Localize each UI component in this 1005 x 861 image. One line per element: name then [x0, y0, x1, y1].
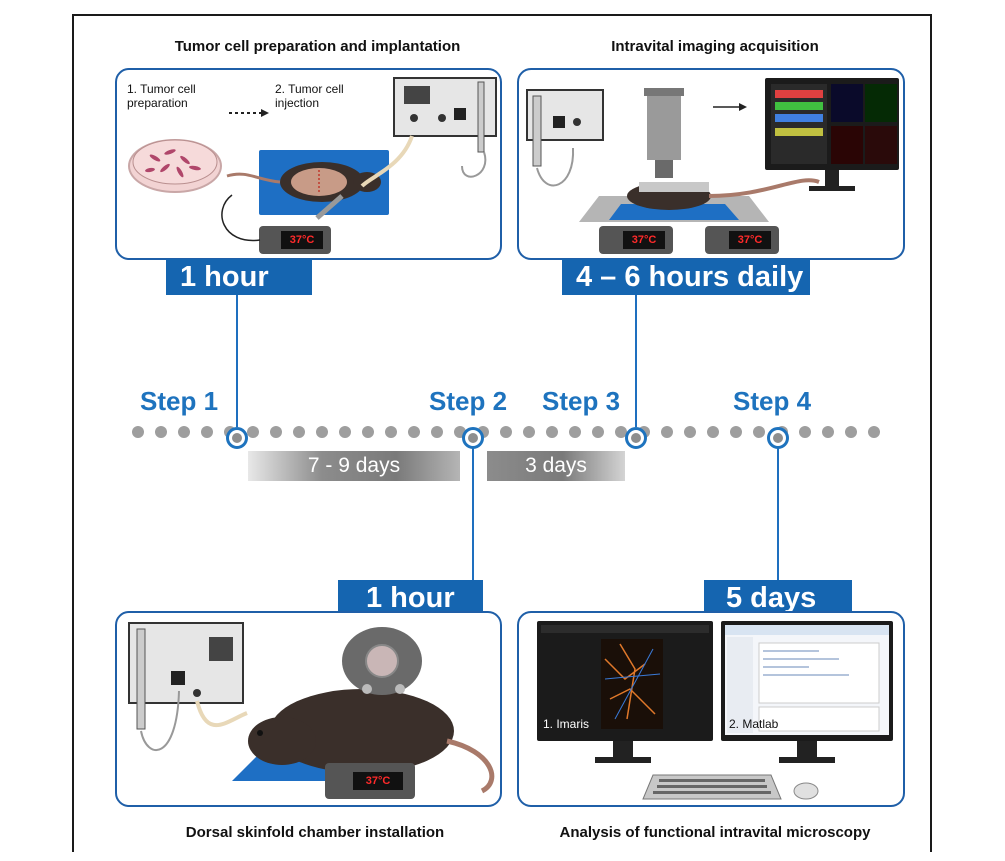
- connector-step-1: [236, 295, 238, 427]
- screen-label-imaris: 1. Imaris: [543, 717, 590, 731]
- connector-step-2: [472, 448, 474, 580]
- temperature-readout: 37°C: [353, 772, 403, 790]
- panel-2-title: Intravital imaging acquisition: [611, 38, 819, 55]
- microscope-icon: [579, 88, 820, 222]
- step-1-marker: [226, 427, 248, 449]
- timeline-dot: [546, 426, 558, 438]
- mouse-with-chamber-icon: [232, 627, 495, 794]
- anesthesia-machine-icon: [526, 89, 604, 187]
- step-4-marker: [767, 427, 789, 449]
- duration-tab-step-4: 5 days: [704, 580, 852, 616]
- label-tumor-cell-preparation: 1. Tumor cell preparation: [127, 82, 196, 110]
- temperature-readout-b: 37°C: [729, 231, 771, 249]
- panel-analysis: 1. Imaris 2. Matlab: [517, 611, 905, 807]
- monitor-matlab-icon: [721, 621, 893, 763]
- connector-step-4: [777, 448, 779, 580]
- timeline-dot: [339, 426, 351, 438]
- label-tumor-cell-injection: 2. Tumor cell injection: [275, 82, 344, 110]
- step-1-label: Step 1: [140, 386, 219, 416]
- petri-dish-icon: [128, 139, 222, 193]
- duration-tab-step-3: 4 – 6 hours daily: [562, 259, 810, 295]
- timeline-dot: [132, 426, 144, 438]
- timeline-dot: [868, 426, 880, 438]
- timeline-dot: [178, 426, 190, 438]
- figure-frame: [72, 14, 932, 852]
- panel-tumor-implantation: 1. Tumor cell preparation 2. Tumor cell …: [115, 68, 502, 260]
- timeline-dot: [293, 426, 305, 438]
- screen-label-matlab: 2. Matlab: [729, 717, 779, 731]
- timeline-dot: [707, 426, 719, 438]
- panel-1-title: Tumor cell preparation and implantation: [174, 38, 461, 55]
- heating-pad-with-mouse-icon: [226, 150, 389, 220]
- dashed-arrow-icon: [229, 109, 269, 117]
- temperature-controller: 37°C: [325, 763, 415, 799]
- timeline-dot: [270, 426, 282, 438]
- mouse-device-icon: [793, 782, 819, 800]
- duration-bar-3-days: 3 days: [487, 451, 625, 481]
- timeline-dot: [500, 426, 512, 438]
- timeline-dot: [408, 426, 420, 438]
- timeline-dot: [730, 426, 742, 438]
- duration-bar-7-9-days: 7 - 9 days: [248, 451, 460, 481]
- temperature-controller: 37°C: [259, 226, 331, 254]
- keyboard-icon: [642, 774, 782, 800]
- timeline-dot: [569, 426, 581, 438]
- anesthesia-machine-icon: [360, 77, 497, 188]
- panel-4-title: Analysis of functional intravital micros…: [559, 824, 871, 841]
- timeline-dot: [247, 426, 259, 438]
- timeline-dot: [362, 426, 374, 438]
- timeline-dot: [661, 426, 673, 438]
- temperature-readout-a: 37°C: [623, 231, 665, 249]
- arrow-icon: [713, 103, 747, 111]
- panel-intravital-imaging: 37°C 37°C: [517, 68, 905, 260]
- panel-3-title: Dorsal skinfold chamber installation: [185, 824, 445, 841]
- step-3-marker: [625, 427, 647, 449]
- step-3-label: Step 3: [542, 386, 621, 416]
- panel-dorsal-skinfold: 37°C: [115, 611, 502, 807]
- temperature-controller-a: 37°C: [599, 226, 673, 254]
- timeline-dot: [615, 426, 627, 438]
- timeline-dot: [201, 426, 213, 438]
- anesthesia-machine-icon: [128, 622, 248, 751]
- monitor-imaging-icon: [765, 78, 899, 191]
- monitor-imaris-icon: [537, 621, 713, 763]
- temperature-readout: 37°C: [281, 231, 323, 249]
- timeline-dot: [155, 426, 167, 438]
- step-4-label: Step 4: [733, 386, 812, 416]
- timeline-dot: [523, 426, 535, 438]
- timeline-dot: [753, 426, 765, 438]
- step-2-marker: [462, 427, 484, 449]
- timeline-dot: [385, 426, 397, 438]
- timeline-dot: [316, 426, 328, 438]
- temperature-controller-b: 37°C: [705, 226, 779, 254]
- timeline-dot: [684, 426, 696, 438]
- timeline-dot: [431, 426, 443, 438]
- connector-step-3: [635, 295, 637, 427]
- timeline-dot: [845, 426, 857, 438]
- timeline-dot: [799, 426, 811, 438]
- timeline-dot: [822, 426, 834, 438]
- cable-icon: [221, 194, 261, 242]
- timeline-dot: [592, 426, 604, 438]
- duration-tab-step-1: 1 hour: [166, 259, 312, 295]
- step-2-label: Step 2: [429, 386, 508, 416]
- duration-tab-step-2: 1 hour: [338, 580, 483, 616]
